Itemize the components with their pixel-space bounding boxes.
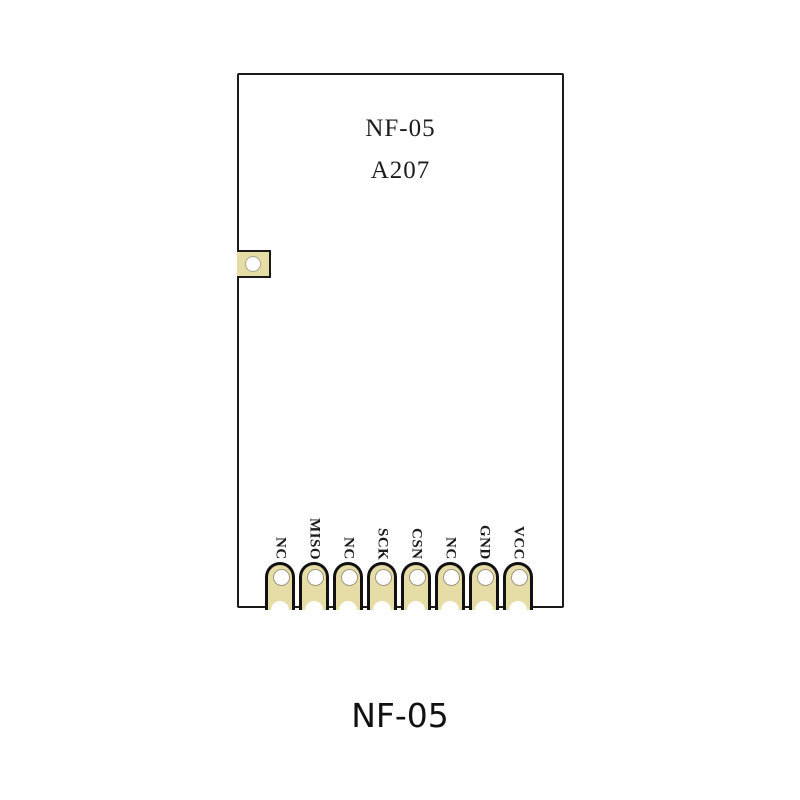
pin-pad-icon [265, 562, 295, 619]
pin-pad-icon [401, 562, 431, 619]
pin-label: NC [272, 537, 289, 560]
pin-label: VCC [510, 526, 527, 560]
pin-header [265, 562, 537, 619]
figure-caption: NF-05 [351, 696, 449, 735]
pin-label: SCK [374, 527, 391, 560]
pin-labels: NC MISO NC SCK CSN NC GND VCC [265, 500, 537, 560]
antenna-pad-icon [237, 250, 271, 278]
module-model-label: NF-05 [365, 115, 436, 142]
pin-label: CSN [408, 528, 425, 560]
module-code-label: A207 [370, 157, 431, 184]
pin-label: NC [442, 537, 459, 560]
pin-pad-icon [367, 562, 397, 619]
pin-pad-icon [435, 562, 465, 619]
module-board-outline: NF-05 A207 [237, 73, 564, 608]
pin-pad-icon [299, 562, 329, 619]
pin-pad-icon [469, 562, 499, 619]
pin-pad-icon [503, 562, 533, 619]
pin-label: NC [340, 537, 357, 560]
pin-label: GND [476, 525, 493, 560]
pin-pad-icon [333, 562, 363, 619]
pin-label: MISO [306, 517, 323, 560]
